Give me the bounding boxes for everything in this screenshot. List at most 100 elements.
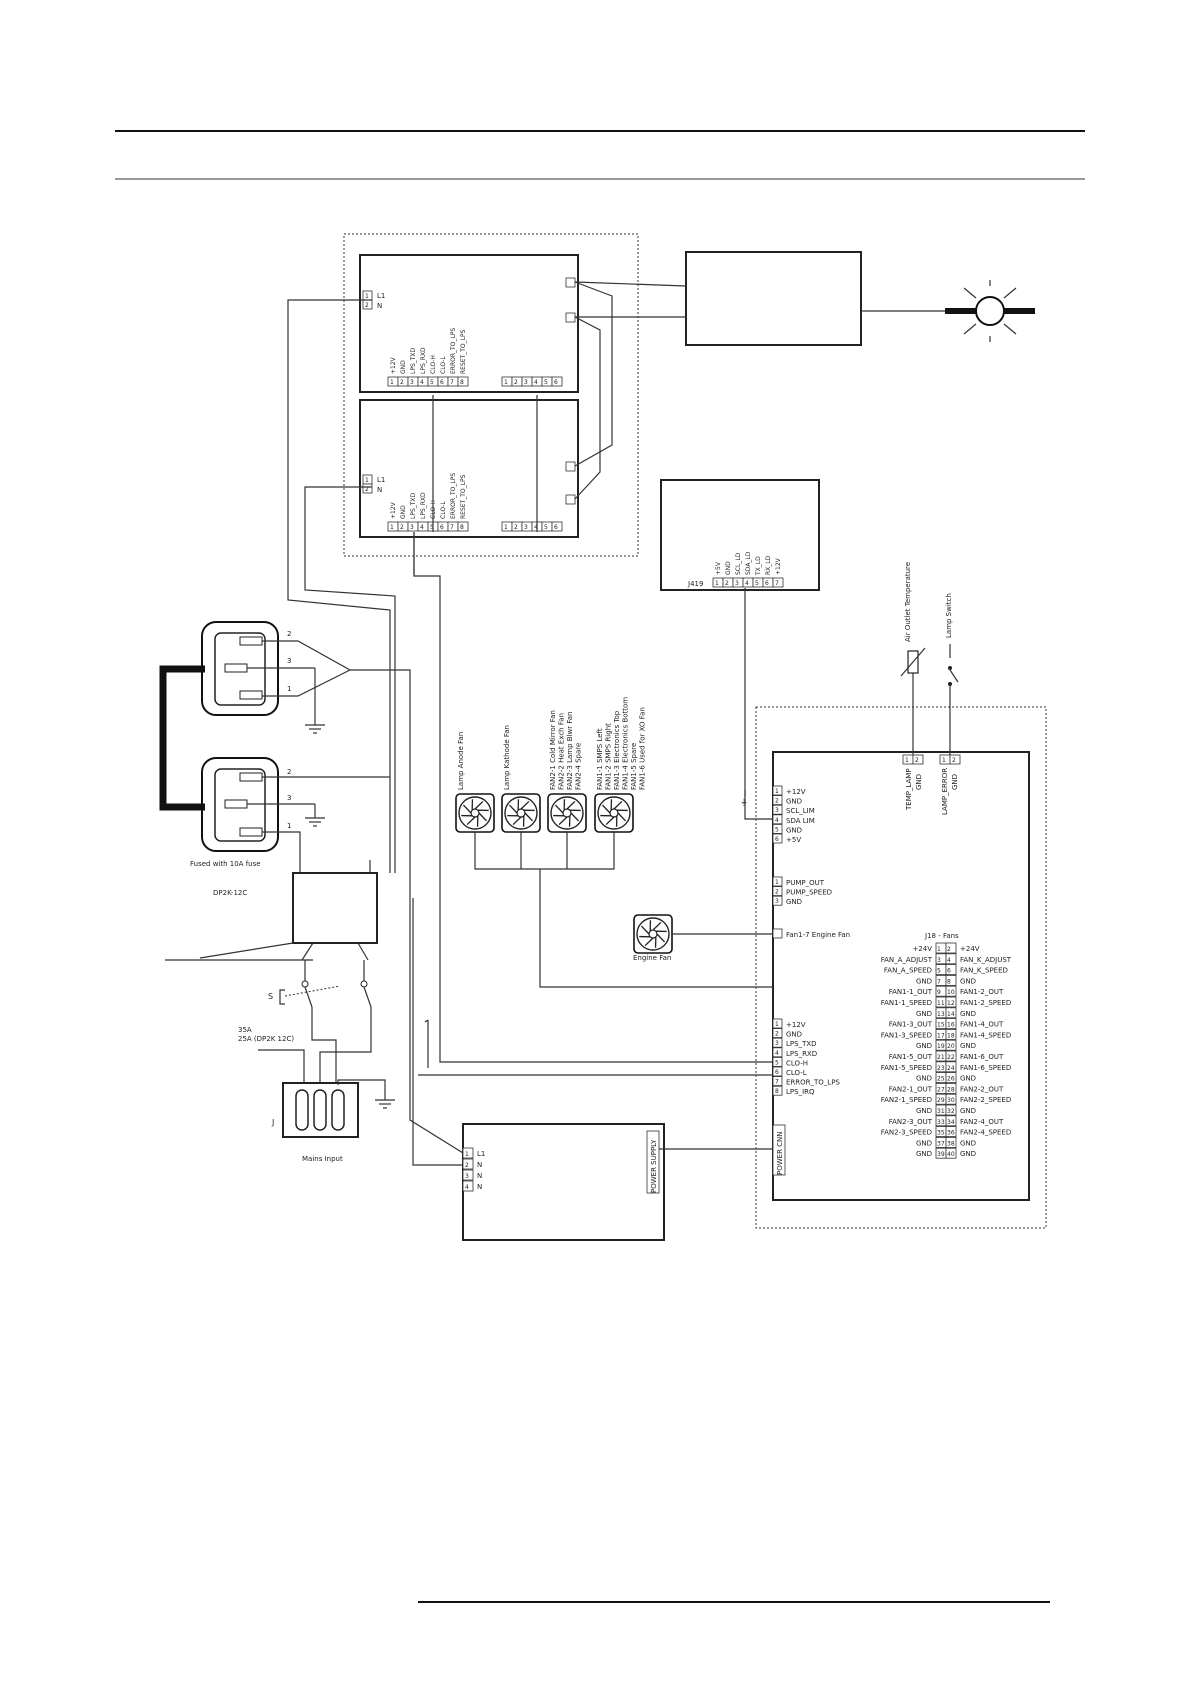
pin-label: ERROR_TO_LPS xyxy=(450,473,457,519)
pin-number: 3 xyxy=(775,807,779,814)
svg-text:1: 1 xyxy=(905,757,909,764)
pin-label: LPS_TXD xyxy=(786,1040,817,1048)
j18-pin-number: 18 xyxy=(947,1032,955,1039)
lsps-pin-label: N xyxy=(477,1183,482,1191)
lamp-icon xyxy=(945,280,1035,342)
pin-label: GND xyxy=(400,505,407,519)
j18-left-label: GND xyxy=(916,1010,932,1018)
lsps-pin-number: 1 xyxy=(465,1151,469,1158)
j18-pin-number: 24 xyxy=(947,1065,955,1072)
j18-pin-number: 34 xyxy=(947,1119,955,1126)
fan-icon xyxy=(501,793,541,833)
fan-group xyxy=(455,793,634,833)
j18-left-label: FAN1-3_SPEED xyxy=(881,1031,932,1039)
j18-left-label: GND xyxy=(916,1107,932,1115)
temp-lamp-connector: 1 2 TEMP_LAMP GND xyxy=(902,754,924,811)
pin-number: 1 xyxy=(775,788,779,795)
j18-left-label: GND xyxy=(916,1042,932,1050)
pin-number: 8 xyxy=(460,379,464,386)
j18-right-label: FAN_K_SPEED xyxy=(960,967,1008,975)
j18-pin-number: 38 xyxy=(947,1140,955,1147)
ground-symbol: ⏚ xyxy=(740,798,748,807)
mains-input-label: Mains Input xyxy=(302,1155,343,1163)
j18-pin-number: 28 xyxy=(947,1086,955,1093)
pin-number: 3 xyxy=(524,524,528,531)
j18-pin-number: 33 xyxy=(937,1119,945,1126)
inlet-link-bracket xyxy=(159,665,205,811)
j419-pin-number: 3 xyxy=(735,580,739,587)
j18-pin-number: 15 xyxy=(937,1022,945,1029)
pin-label: LPS_TXD xyxy=(410,492,417,519)
j18-pin-number: 11 xyxy=(937,1000,945,1007)
psu1-ac-label-l1: L1 xyxy=(377,292,385,300)
j18-pin-number: 23 xyxy=(937,1065,945,1072)
j18-left-label: FAN2-1_OUT xyxy=(889,1085,933,1093)
power-supply-label: POWER SUPPLY xyxy=(650,1139,658,1193)
pin-label: CLO-L xyxy=(786,1069,807,1077)
pin-number: 5 xyxy=(430,379,434,386)
pin-label: GND xyxy=(786,798,802,806)
power-cnn-label: POWER CNN xyxy=(776,1131,784,1175)
j18-left-label: GND xyxy=(916,1150,932,1158)
pin-number: 6 xyxy=(775,1069,779,1076)
j18-left-label: +24V xyxy=(912,945,932,953)
pin-number: 2 xyxy=(514,379,518,386)
pin-number: 4 xyxy=(775,817,779,824)
j18-left-label: FAN1-1_OUT xyxy=(889,988,933,996)
pin-number: 3 xyxy=(410,379,414,386)
pin-number: 6 xyxy=(554,379,558,386)
pin-number: 7 xyxy=(775,1079,779,1086)
j18-right-label: FAN2-4_OUT xyxy=(960,1118,1004,1126)
fan-label-line: FAN2-3 Lamp Blwr Fan xyxy=(566,712,574,790)
j18-pin-number: 31 xyxy=(937,1108,945,1115)
j18-right-label: +24V xyxy=(960,945,980,953)
j18-pin-number: 10 xyxy=(947,989,955,996)
j18-pin-number: 9 xyxy=(937,989,941,996)
j18-right-label: FAN2-4_SPEED xyxy=(960,1129,1011,1137)
pin-label: PUMP_OUT xyxy=(786,879,825,887)
pin-label: SDA LIM xyxy=(786,817,815,825)
pin-label: CLO-H xyxy=(786,1059,808,1067)
j18-left-label: FAN_A_ADJUST xyxy=(881,956,933,964)
pin-number: 6 xyxy=(440,379,444,386)
lsps-pin-label: N xyxy=(477,1172,482,1180)
j18-right-label: FAN1-2_SPEED xyxy=(960,999,1011,1007)
pin-number: 4 xyxy=(420,524,424,531)
psu2-ac-label-n: N xyxy=(377,486,382,494)
psu1-ac-label-n: N xyxy=(377,302,382,310)
j18-pin-number: 4 xyxy=(947,957,951,964)
j18-pin-number: 19 xyxy=(937,1043,945,1050)
fan-label-line: FAN1-2 SMPS Right xyxy=(605,723,613,790)
j18-right-label: FAN_K_ADJUST xyxy=(960,956,1012,964)
pin-label: CLO-H xyxy=(430,355,437,374)
j18-right-label: FAN1-6_SPEED xyxy=(960,1064,1011,1072)
pin-number: 1 xyxy=(504,524,508,531)
j419-pin-label: +12V xyxy=(775,557,782,575)
j18-pin-number: 39 xyxy=(937,1151,945,1158)
pin-number: 2 xyxy=(400,524,404,531)
lsps-pin-label: N xyxy=(477,1161,482,1169)
j419-pin-number: 6 xyxy=(765,580,769,587)
pin-number: 1 xyxy=(390,524,394,531)
j18-pin-number: 12 xyxy=(947,1000,955,1007)
pin-number: 4 xyxy=(420,379,424,386)
fan-icon xyxy=(455,793,495,833)
model-note: DP2K-12C xyxy=(213,889,247,897)
lamp-switch-icon xyxy=(948,644,959,755)
j18-pin-number: 27 xyxy=(937,1086,945,1093)
j18-right-label: GND xyxy=(960,1075,976,1083)
pin-number: 8 xyxy=(775,1088,779,1095)
pin-number: 7 xyxy=(450,379,454,386)
j419-pin-label: TX_LD xyxy=(755,556,762,576)
j18-left-label: GND xyxy=(916,977,932,985)
psu1-signal-pins: 1+12V2GND3LPS_TXD4LPS_RXD5CLO-H6CLO-L7ER… xyxy=(387,328,469,387)
j18-left-label: FAN2-1_SPEED xyxy=(881,1096,932,1104)
air-outlet-temperature-label: Air Outlet Temperature xyxy=(904,562,912,642)
pin-number: 2 xyxy=(775,798,779,805)
pin-label: +5V xyxy=(786,836,801,844)
